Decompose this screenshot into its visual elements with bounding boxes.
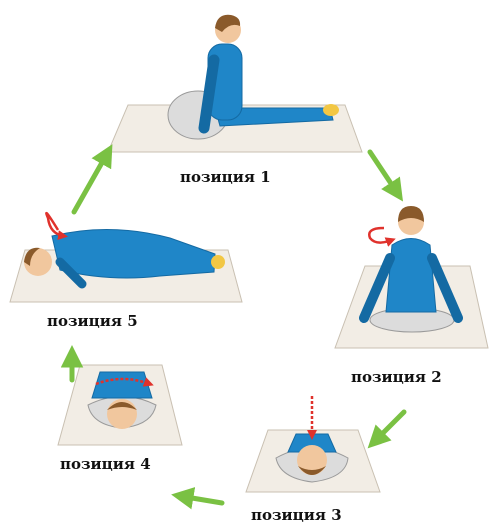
figure-position-4 bbox=[58, 365, 182, 445]
caption-position-1: позиция 1 bbox=[180, 170, 271, 185]
green-arrow-icon bbox=[370, 152, 398, 194]
figure-position-1 bbox=[108, 15, 362, 152]
caption-position-4: позиция 4 bbox=[60, 457, 151, 472]
torso bbox=[386, 239, 436, 313]
torso bbox=[92, 372, 152, 398]
figure-position-3 bbox=[246, 396, 380, 492]
red-rotation-arrow-icon bbox=[369, 228, 392, 243]
red-rotation-arrow-icon bbox=[46, 213, 64, 236]
green-arrow-icon bbox=[180, 496, 222, 503]
green-arrow-icon bbox=[374, 412, 404, 442]
body bbox=[52, 229, 215, 278]
figure-position-5 bbox=[10, 213, 242, 302]
figure-position-2 bbox=[335, 206, 488, 348]
caption-position-2: позиция 2 bbox=[351, 370, 442, 385]
green-arrow-icon bbox=[74, 152, 108, 212]
sock bbox=[323, 104, 339, 116]
caption-position-5: позиция 5 bbox=[47, 314, 138, 329]
sock bbox=[211, 255, 225, 269]
caption-position-3: позиция 3 bbox=[251, 508, 342, 523]
